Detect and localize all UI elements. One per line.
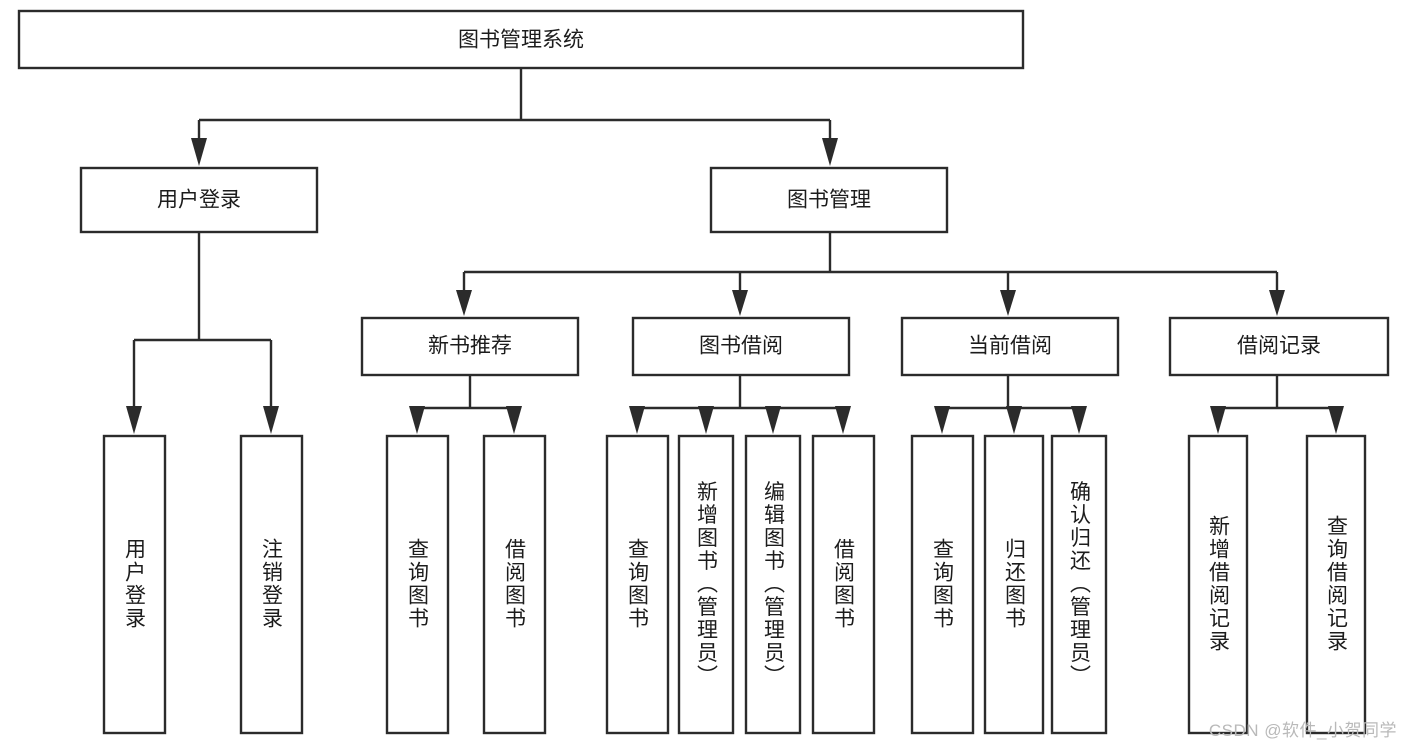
leaf-add-book-admin-label: 新增图书（管理员） — [695, 481, 719, 688]
leaf-add-borrow-record-box[interactable] — [1187, 434, 1249, 735]
arrowhead-bookmgmt-to-current — [1000, 290, 1016, 316]
connector-group-root — [191, 68, 838, 166]
arrowhead-newbook-to-leaf2 — [506, 406, 522, 434]
arrowhead-records-to-leaf1 — [1210, 406, 1226, 434]
node-current-borrow[interactable]: 当前借阅 — [900, 316, 1120, 377]
leaf-query-book-borrow[interactable]: 查询图书 — [605, 434, 670, 735]
arrowhead-current-to-leaf2 — [1006, 406, 1022, 434]
arrowhead-bookmgmt-to-new-book — [456, 290, 472, 316]
connector-group-book-mgmt — [456, 232, 1285, 316]
connector-group-borrow — [629, 375, 851, 434]
node-book-management[interactable]: 图书管理 — [709, 166, 949, 234]
node-book-management-label: 图书管理 — [787, 189, 871, 212]
leaf-user-login[interactable]: 用户登录 — [102, 434, 167, 735]
leaf-edit-book-admin[interactable]: 编辑图书（管理员） — [744, 434, 802, 735]
leaf-query-book-current-label: 查询图书 — [931, 538, 955, 630]
leaf-user-login-label: 用户登录 — [123, 538, 147, 630]
leaf-query-borrow-record-box[interactable] — [1305, 434, 1367, 735]
node-borrow-records-label: 借阅记录 — [1237, 335, 1321, 358]
node-book-management-box[interactable] — [709, 166, 949, 234]
leaf-query-borrow-record-label: 查询借阅记录 — [1325, 515, 1349, 653]
node-new-book-recommend[interactable]: 新书推荐 — [360, 316, 580, 377]
leaf-confirm-return-admin[interactable]: 确认归还（管理员） — [1050, 434, 1108, 735]
node-root[interactable]: 图书管理系统 — [17, 9, 1025, 70]
arrowhead-borrow-to-leaf3 — [765, 406, 781, 434]
leaf-query-book-newbook[interactable]: 查询图书 — [385, 434, 450, 735]
node-book-borrow-box[interactable] — [631, 316, 851, 377]
node-new-book-recommend-box[interactable] — [360, 316, 580, 377]
leaf-borrow-book-newbook[interactable]: 借阅图书 — [482, 434, 547, 735]
node-book-borrow[interactable]: 图书借阅 — [631, 316, 851, 377]
leaf-query-book-borrow-label: 查询图书 — [626, 538, 650, 630]
connector-group-new-book — [409, 375, 522, 434]
node-current-borrow-label: 当前借阅 — [968, 335, 1052, 358]
leaf-query-borrow-record[interactable]: 查询借阅记录 — [1305, 434, 1367, 735]
csdn-watermark: CSDN @软件_小贺同学 — [1208, 721, 1397, 740]
node-borrow-records-box[interactable] — [1168, 316, 1390, 377]
leaf-edit-book-admin-box[interactable] — [744, 434, 802, 735]
arrowhead-borrow-to-leaf1 — [629, 406, 645, 434]
leaf-borrow-book[interactable]: 借阅图书 — [811, 434, 876, 735]
node-user-login-label: 用户登录 — [157, 189, 241, 212]
leaf-edit-book-admin-label: 编辑图书（管理员） — [762, 481, 786, 688]
leaf-query-book-newbook-label: 查询图书 — [406, 538, 430, 630]
node-root-label: 图书管理系统 — [458, 29, 584, 52]
leaf-add-book-admin[interactable]: 新增图书（管理员） — [677, 434, 735, 735]
arrowhead-newbook-to-leaf1 — [409, 406, 425, 434]
leaf-borrow-book-newbook-box[interactable] — [482, 434, 547, 735]
leaf-logout-label: 注销登录 — [260, 538, 284, 630]
node-borrow-records[interactable]: 借阅记录 — [1168, 316, 1390, 377]
leaf-return-book-label: 归还图书 — [1003, 538, 1027, 630]
arrowhead-root-to-book-mgmt — [822, 138, 838, 166]
leaf-logout-box[interactable] — [239, 434, 304, 735]
arrowhead-current-to-leaf3 — [1071, 406, 1087, 434]
arrowhead-userlogin-to-leaf1 — [126, 406, 142, 434]
leaf-query-book-borrow-box[interactable] — [605, 434, 670, 735]
leaf-borrow-book-newbook-label: 借阅图书 — [503, 538, 527, 630]
arrowhead-borrow-to-leaf2 — [698, 406, 714, 434]
leaf-add-book-admin-box[interactable] — [677, 434, 735, 735]
leaf-borrow-book-label: 借阅图书 — [832, 538, 856, 630]
node-current-borrow-box[interactable] — [900, 316, 1120, 377]
leaf-return-book-box[interactable] — [983, 434, 1045, 735]
leaf-borrow-book-box[interactable] — [811, 434, 876, 735]
leaf-logout[interactable]: 注销登录 — [239, 434, 304, 735]
arrowhead-userlogin-to-leaf2 — [263, 406, 279, 434]
leaf-confirm-return-admin-label: 确认归还（管理员） — [1068, 481, 1092, 688]
leaf-confirm-return-admin-box[interactable] — [1050, 434, 1108, 735]
leaf-return-book[interactable]: 归还图书 — [983, 434, 1045, 735]
arrowhead-records-to-leaf2 — [1328, 406, 1344, 434]
connector-group-user-login — [126, 232, 279, 434]
node-user-login[interactable]: 用户登录 — [79, 166, 319, 234]
arrowhead-root-to-user-login — [191, 138, 207, 166]
node-book-borrow-label: 图书借阅 — [699, 335, 783, 358]
leaf-query-book-current-box[interactable] — [910, 434, 975, 735]
node-new-book-recommend-label: 新书推荐 — [428, 335, 512, 358]
arrowhead-bookmgmt-to-records — [1269, 290, 1285, 316]
node-root-box[interactable] — [17, 9, 1025, 70]
leaf-add-borrow-record-label: 新增借阅记录 — [1207, 515, 1231, 653]
leaf-query-book-newbook-box[interactable] — [385, 434, 450, 735]
connector-group-records — [1210, 375, 1344, 434]
leaf-query-book-current[interactable]: 查询图书 — [910, 434, 975, 735]
leaf-add-borrow-record[interactable]: 新增借阅记录 — [1187, 434, 1249, 735]
arrowhead-bookmgmt-to-borrow — [732, 290, 748, 316]
connector-group-current — [934, 375, 1087, 434]
arrowhead-borrow-to-leaf4 — [835, 406, 851, 434]
node-user-login-box[interactable] — [79, 166, 319, 234]
arrowhead-current-to-leaf1 — [934, 406, 950, 434]
leaf-user-login-box[interactable] — [102, 434, 167, 735]
